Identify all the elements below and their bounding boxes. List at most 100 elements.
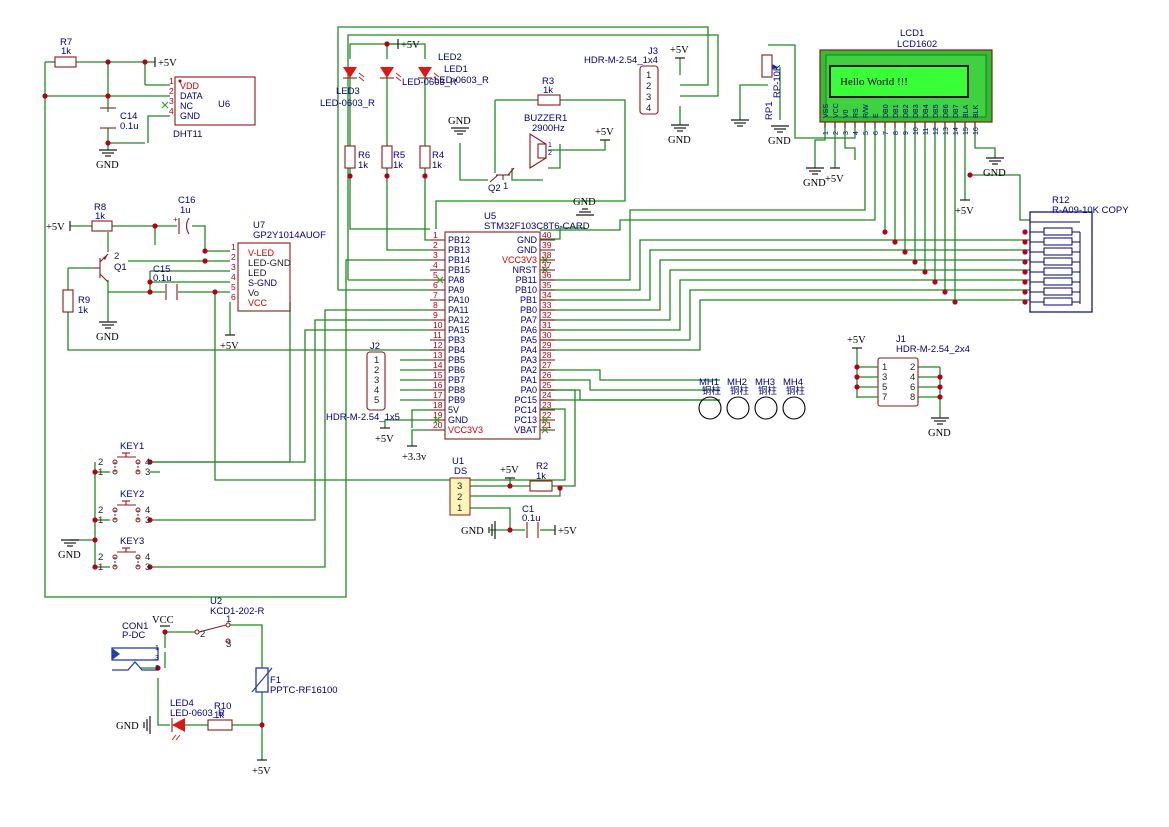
rp1-value: RP-10K	[772, 64, 783, 98]
resistor-r3: R3 1k	[537, 76, 561, 106]
u5-pin-number: 34	[542, 290, 552, 300]
r12-element	[1043, 287, 1073, 296]
key-pin: 4	[145, 457, 150, 468]
gnd-symbol: GND	[573, 197, 596, 216]
q2-ref: Q2	[488, 183, 501, 194]
u7-pin-vcc: VCC	[248, 298, 268, 308]
lcd-pin-label: VCC	[833, 103, 840, 118]
u5-pin-number: 7	[433, 290, 438, 300]
led2-ref: LED2	[438, 52, 462, 63]
gnd-symbol	[731, 119, 749, 127]
u5-pin-number: 36	[542, 270, 552, 280]
lcd-pin-label: DB1	[893, 104, 900, 118]
gnd-symbol: GND	[96, 321, 119, 343]
led3: LED3 LED-0603_R	[320, 67, 375, 109]
u5-pin-number: 24	[542, 390, 552, 400]
lcd-pin-number: 13	[943, 127, 950, 135]
u7-pinnum-2: 2	[231, 252, 236, 262]
lcd-pin-label: R/W	[863, 104, 870, 118]
buzzer-ref: BUZZER1	[524, 113, 567, 124]
resistor-r5: R5 1k	[381, 145, 405, 171]
j3-value: HDR-M-2.54_1x4	[584, 55, 658, 66]
u5-pin-number: 10	[433, 320, 443, 330]
u5-pin-number: 26	[542, 370, 552, 380]
u5-pin-number: 17	[433, 390, 443, 400]
power-net-symbol: +5V	[554, 525, 577, 537]
led3-ref: LED3	[336, 86, 360, 97]
mounting-hole-value: 铜柱	[758, 385, 778, 397]
power-net-label: +5V	[252, 766, 271, 777]
u5-pin-number: 9	[433, 310, 438, 320]
r12-cells	[1030, 221, 1081, 306]
u5-pin-name: PB4	[448, 345, 465, 355]
power-net-symbol: +5V	[375, 427, 394, 445]
u5-pin-number: 21	[542, 420, 552, 430]
power-net-symbol: +5V	[252, 759, 271, 777]
key-pin: 4	[145, 552, 150, 563]
gnd-symbol: GND	[983, 157, 1006, 179]
con1-value: P-DC	[122, 630, 145, 641]
lcd-pin-label: DB0	[883, 104, 890, 118]
u5-pin-name: PA8	[448, 275, 464, 285]
u5-pin-number: 22	[542, 410, 552, 420]
lcd-pins: VSS1VCC2V03RS4R/W5E6DB07DB18DB29DB310DB4…	[823, 103, 980, 135]
u5-pin-number: 25	[542, 380, 552, 390]
r9-value: 1k	[78, 305, 88, 316]
mounting-hole-ref: MH1	[699, 377, 719, 388]
power-net-label: +5V	[500, 465, 519, 476]
u5-pin-number: 39	[542, 240, 552, 250]
con1-pin-1: 1	[155, 645, 159, 652]
power-net-label: +5V	[220, 341, 239, 352]
u5-pin-number: 3	[433, 250, 438, 260]
lcd-pin-label: V0	[843, 109, 850, 118]
j2-value: HDR-M-2.54_1x5	[326, 412, 400, 423]
u5-pin-name: PC13	[514, 415, 537, 425]
power-net-symbol: +5V	[595, 127, 614, 141]
j1-pin-2: 2	[910, 362, 915, 373]
c16-ref: C16	[178, 195, 195, 206]
r12-value: R-A09-10K COPY	[1052, 205, 1129, 216]
vcc-label: VCC	[152, 615, 174, 626]
u5-pin-name: PB11	[516, 275, 537, 285]
power-net-label: +5V	[955, 206, 974, 217]
led4-ref: LED4	[170, 698, 194, 709]
j2-pin-1: 1	[374, 355, 379, 366]
u7-dust-sensor: U7 GP2Y1014AUOF V-LED LED-GND LED S-GND …	[231, 220, 326, 312]
u5-pin-number: 23	[542, 400, 552, 410]
gnd-label: GND	[461, 526, 484, 537]
j2-pin-5: 5	[374, 395, 379, 406]
power-net-symbol: +5V	[46, 221, 71, 233]
u5-pin-number: 27	[542, 360, 552, 370]
gnd-label: GND	[58, 550, 81, 561]
key-pin: 2	[98, 552, 103, 563]
c1-ref: C1	[522, 504, 534, 515]
con1-ref: CON1	[122, 621, 148, 632]
u5-pin-number: 8	[433, 300, 438, 310]
gnd-symbol: GND	[116, 716, 151, 734]
u5-pin-name: PB12	[448, 235, 470, 245]
u5-pin-number: 14	[433, 360, 443, 370]
u5-pin-name: GND	[517, 235, 538, 245]
led4-value: LED-0603_R	[170, 708, 225, 719]
lcd-ref: LCD1	[900, 28, 924, 39]
power-net-symbol: +5V	[397, 39, 420, 51]
gnd-label: GND	[448, 116, 471, 127]
r3-value: 1k	[543, 85, 553, 96]
mounting-hole	[754, 396, 778, 420]
led2-value: LED-0603_R	[402, 77, 457, 88]
r4-ref: R4	[432, 150, 444, 161]
r10-ref: R10	[214, 701, 231, 712]
u5-pin-number: 19	[433, 410, 443, 420]
lcd-pin-number: 3	[843, 131, 850, 135]
u5-pin-name: PA2	[521, 365, 537, 375]
key-pin: 2	[98, 457, 103, 468]
f1-fuse: F1 PPTC-RF16100	[251, 667, 338, 696]
u1-pin-2: 2	[457, 492, 462, 503]
